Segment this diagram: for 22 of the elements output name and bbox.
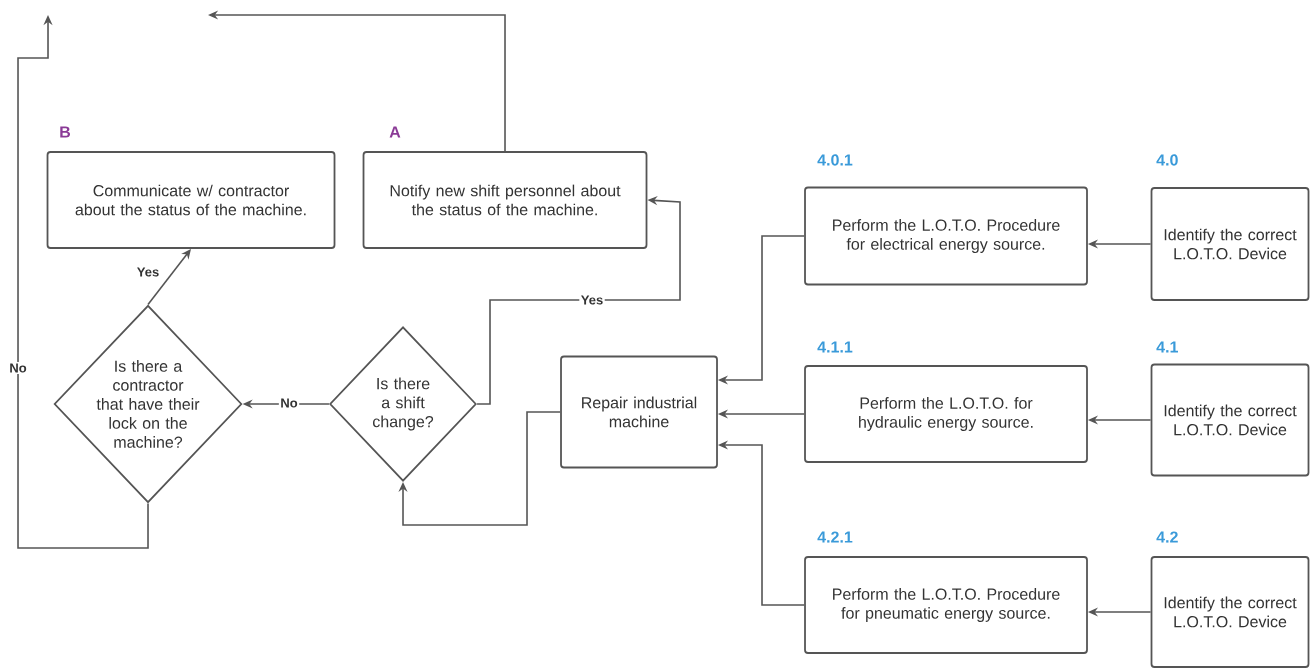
process-box: Perform the L.O.T.O. Procedure for pneumatic energy source.	[804, 556, 1088, 654]
process-box: Perform the L.O.T.O. Procedure for electrical energy source.	[804, 186, 1088, 286]
edge-label: No	[278, 396, 300, 410]
edge-label: Yes	[135, 265, 161, 279]
process-box: Notify new shift personnel about the status of the machine.	[362, 151, 648, 249]
edge-label: Yes	[579, 293, 605, 307]
arrow	[398, 411, 561, 526]
step-label: 4.1.1	[817, 341, 853, 353]
process-box: Identify the correct L.O.T.O. Device	[1150, 556, 1310, 668]
process-box: Identify the correct L.O.T.O. Device	[1150, 187, 1310, 301]
step-label: 4.2.1	[817, 531, 853, 543]
process-box: Perform the L.O.T.O. for hydraulic energy source.	[804, 365, 1088, 463]
step-label: 4.0	[1156, 154, 1178, 166]
step-label: 4.2	[1156, 531, 1178, 543]
step-label: 4.0.1	[817, 154, 853, 166]
step-label: B	[60, 126, 71, 138]
process-box: Identify the correct L.O.T.O. Device	[1150, 363, 1310, 477]
edge-label: No	[7, 361, 29, 375]
step-label: A	[389, 126, 401, 138]
step-label: 4.1	[1156, 341, 1178, 353]
process-box: Communicate w/ contractor about the status of the machine.	[46, 151, 336, 249]
process-box: Repair industrial machine	[560, 355, 718, 469]
